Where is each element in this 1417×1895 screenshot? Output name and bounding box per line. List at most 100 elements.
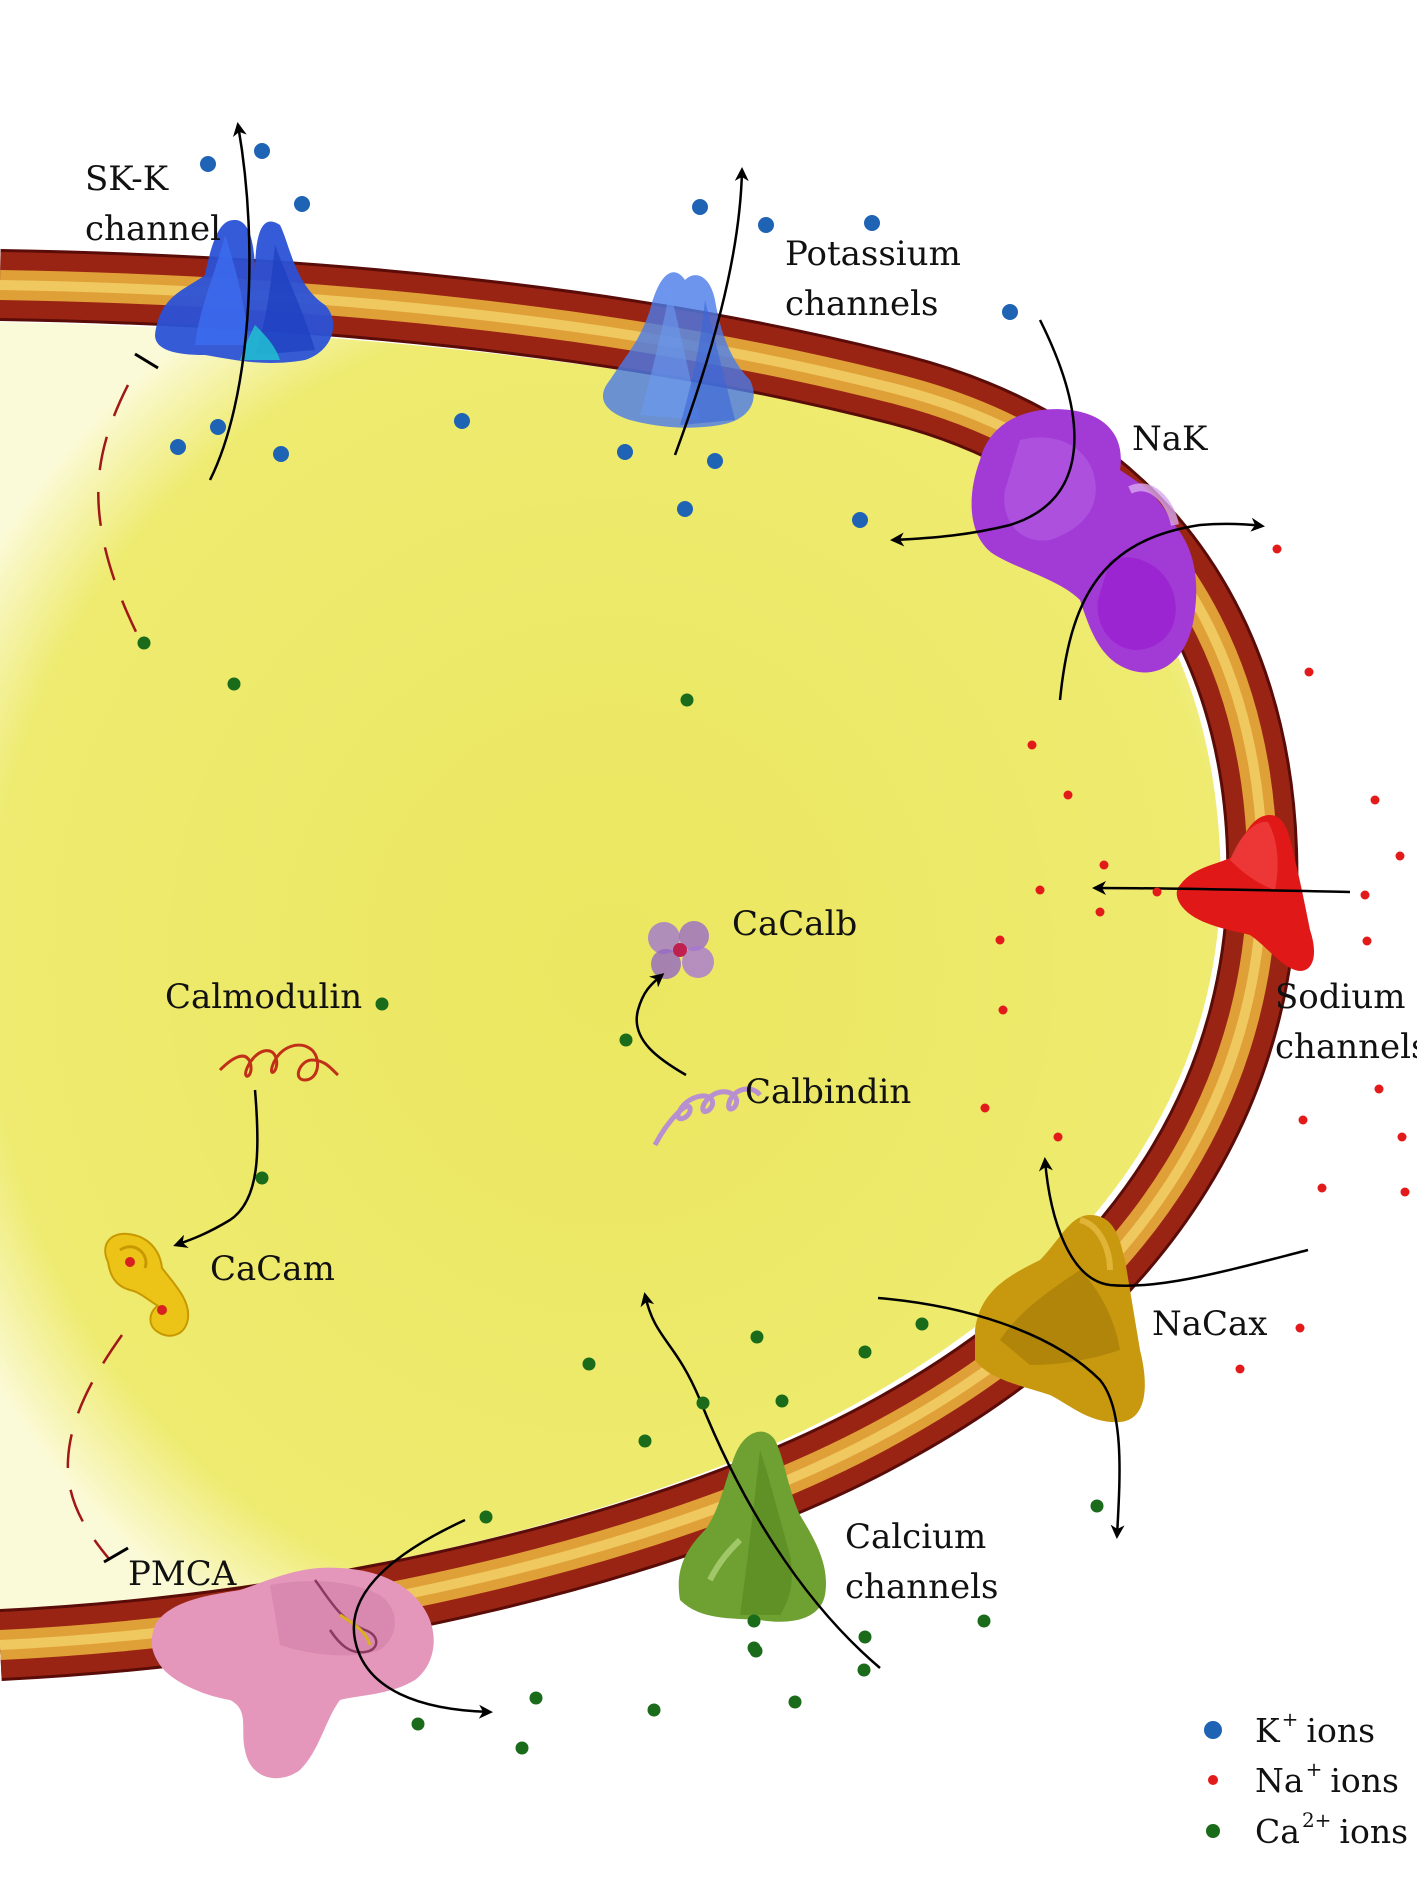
nak-na-efflux-arrow [1058, 517, 1265, 701]
legend-na-charge: + [1306, 1757, 1323, 1781]
ca-ion-dot [858, 1345, 872, 1359]
calmodulin-to-cacam-arrow [173, 1089, 259, 1248]
na-ion-dot [1397, 1132, 1407, 1142]
na-ion-dot [1235, 1364, 1245, 1374]
k-ion-dot [254, 143, 270, 159]
nacax-exchanger-icon [975, 1215, 1145, 1423]
ca-ion-dot [638, 1434, 652, 1448]
na-ion-dot [1099, 860, 1109, 870]
na-ion-dot [1395, 851, 1405, 861]
inhibition-sk-channel [97, 352, 159, 641]
label-sk-k-line1: SK-K [85, 159, 169, 199]
na-channel-influx-arrow [1092, 881, 1351, 896]
label-sodium-line1: Sodium [1275, 977, 1406, 1017]
legend-k-label: K+ions [1255, 1707, 1375, 1750]
legend-na-symbol: Na [1255, 1761, 1304, 1800]
cytoplasm [0, 322, 1221, 1610]
ca-ion-dot [750, 1330, 764, 1344]
k-ions [170, 143, 1018, 528]
k-ion-dot [273, 446, 289, 462]
ca-ion-dot [529, 1691, 543, 1705]
nak-pump-icon [971, 409, 1197, 673]
na-ions [980, 544, 1410, 1374]
k-ion-dot [852, 512, 868, 528]
pmca-pump-icon [151, 1567, 434, 1779]
k-ion-dot [617, 444, 633, 460]
nak-k-influx-arrow [890, 319, 1076, 547]
legend-na-label: Na+ ions [1255, 1757, 1399, 1800]
calbindin-to-cacalb-arrow [635, 973, 687, 1077]
ca-ion-dot [479, 1510, 493, 1524]
label-potassium-line2: channels [785, 284, 938, 324]
ca-ion-dot [858, 1630, 872, 1644]
cacalb-icon [648, 921, 714, 979]
na-ion-dot [1095, 907, 1105, 917]
na-ion-dot [1370, 795, 1380, 805]
calmodulin-icon [218, 1043, 339, 1082]
legend-na-swatch [1208, 1775, 1218, 1785]
pmca-efflux-arrow [352, 1518, 493, 1719]
k-ion-dot [677, 501, 693, 517]
legend-ca-charge: 2+ [1302, 1808, 1331, 1832]
k-channel-efflux-arrow [673, 167, 749, 456]
nacax-ca-efflux-arrow [877, 1296, 1125, 1539]
na-ion-dot [998, 1005, 1008, 1015]
k-ion-dot [758, 217, 774, 233]
k-ion-dot [210, 419, 226, 435]
na-ion-dot [1362, 936, 1372, 946]
na-ion-dot [1360, 890, 1370, 900]
label-cacalb: CaCalb [732, 904, 857, 944]
label-calcium-line1: Calcium [845, 1517, 986, 1557]
legend-k-swatch [1204, 1721, 1222, 1739]
ca-ions [137, 636, 1104, 1755]
na-ion-dot [995, 935, 1005, 945]
k-ion-dot [707, 453, 723, 469]
label-nak: NaK [1132, 419, 1208, 459]
sk-k-efflux-arrow [208, 122, 251, 481]
label-nacax: NaCax [1152, 1304, 1267, 1344]
labels: SK-K channel Potassium channels NaK Sodi… [85, 159, 1417, 1607]
legend-ca-swatch [1206, 1824, 1220, 1838]
na-ion-dot [980, 1103, 990, 1113]
ca-ion-dot [137, 636, 151, 650]
legend-ca-text: ions [1339, 1812, 1408, 1851]
k-ion-dot [864, 215, 880, 231]
label-cacam: CaCam [210, 1249, 335, 1289]
ca-ion-dot [619, 1033, 633, 1047]
ca-channel-influx-arrow [640, 1292, 881, 1669]
na-ion-dot [1295, 1323, 1305, 1333]
ca-ion-dot [915, 1317, 929, 1331]
ca-ion-dot [255, 1171, 269, 1185]
k-ion-dot [1002, 304, 1018, 320]
ca-ion-dot [696, 1396, 710, 1410]
label-potassium-line1: Potassium [785, 234, 961, 274]
k-ion-dot [294, 196, 310, 212]
legend-k-text: ions [1306, 1711, 1375, 1750]
label-calcium-line2: channels [845, 1567, 998, 1607]
ca-ion-dot [582, 1357, 596, 1371]
inhibition-pmca [66, 1334, 129, 1564]
nacax-na-influx-arrow [1038, 1157, 1309, 1287]
ca-ion-dot [680, 693, 694, 707]
na-ion-dot [1298, 1115, 1308, 1125]
k-ion-dot [692, 199, 708, 215]
na-ion-dot [1063, 790, 1073, 800]
label-sodium-line2: channels [1275, 1027, 1417, 1067]
legend-ca-symbol: Ca [1255, 1812, 1300, 1851]
ca-ion-dot [747, 1614, 761, 1628]
na-ion-dot [1272, 544, 1282, 554]
legend-na-text: ions [1330, 1761, 1399, 1800]
k-ion-dot [170, 439, 186, 455]
label-calmodulin: Calmodulin [165, 977, 362, 1017]
label-calbindin: Calbindin [745, 1072, 911, 1112]
label-sk-k-line2: channel [85, 209, 221, 249]
na-ion-dot [1035, 885, 1045, 895]
ca-ion-dot [647, 1703, 661, 1717]
legend-k-symbol: K [1255, 1711, 1281, 1750]
label-pmca: PMCA [128, 1554, 237, 1594]
ca-ion-dot [977, 1614, 991, 1628]
